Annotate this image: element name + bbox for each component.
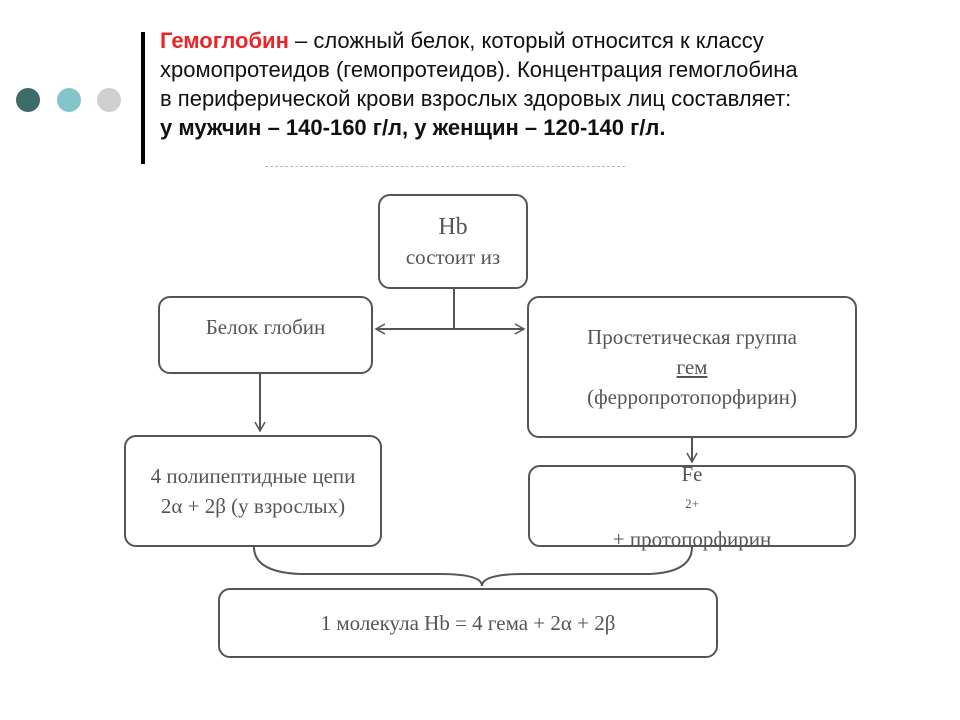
header-line-2: хромопротеидов (гемопротеидов). Концентр… (160, 57, 798, 82)
box-hb: Hb состоит из (378, 194, 528, 289)
fe-symbol: Fe (681, 461, 703, 486)
decorative-dot-gray (97, 88, 121, 112)
box-globin: Белок глобин (158, 296, 373, 374)
header-line-4: у мужчин – 140-160 г/л, у женщин – 120-1… (160, 115, 666, 140)
term-hemoglobin: Гемоглобин (160, 28, 289, 53)
chains-line-2: 2α + 2β (у взрослых) (160, 494, 346, 518)
box-polypeptide-chains: 4 полипептидные цепи 2α + 2β (у взрослых… (124, 435, 382, 547)
heme-line-3: (ферропротопорфирин) (587, 385, 797, 409)
header-line-1: Гемоглобин – сложный белок, который отно… (160, 28, 764, 53)
vertical-divider (141, 32, 145, 164)
box-prosthetic-group: Простетическая группа гем (ферропротопор… (527, 296, 857, 438)
hb-title: Hb (438, 213, 468, 240)
slide-text: Гемоглобин – сложный белок, который отно… (160, 26, 940, 142)
scan-artifact (265, 166, 625, 170)
decorative-dot-dark (16, 88, 40, 112)
decorative-dot-teal (57, 88, 81, 112)
fe-charge: 2+ (685, 495, 699, 511)
globin-label: Белок глобин (205, 315, 326, 339)
heme-line-2: гем (676, 355, 708, 379)
fe-label: Fe 2+ + протопорфирин (613, 459, 772, 554)
result-label: 1 молекула Hb = 4 гема + 2α + 2β (320, 611, 616, 635)
hb-subtitle: состоит из (405, 244, 501, 269)
heme-line-1: Простетическая группа (587, 325, 797, 349)
chains-line-1: 4 полипептидные цепи (150, 464, 356, 488)
fe-rest: + протопорфирин (612, 526, 772, 551)
brace-to-result (253, 546, 693, 587)
box-fe-protoporphyrin: Fe 2+ + протопорфирин (528, 462, 856, 551)
box-molecule-summary: 1 молекула Hb = 4 гема + 2α + 2β (218, 588, 718, 658)
header-line-3: в периферической крови взрослых здоровых… (160, 86, 792, 111)
